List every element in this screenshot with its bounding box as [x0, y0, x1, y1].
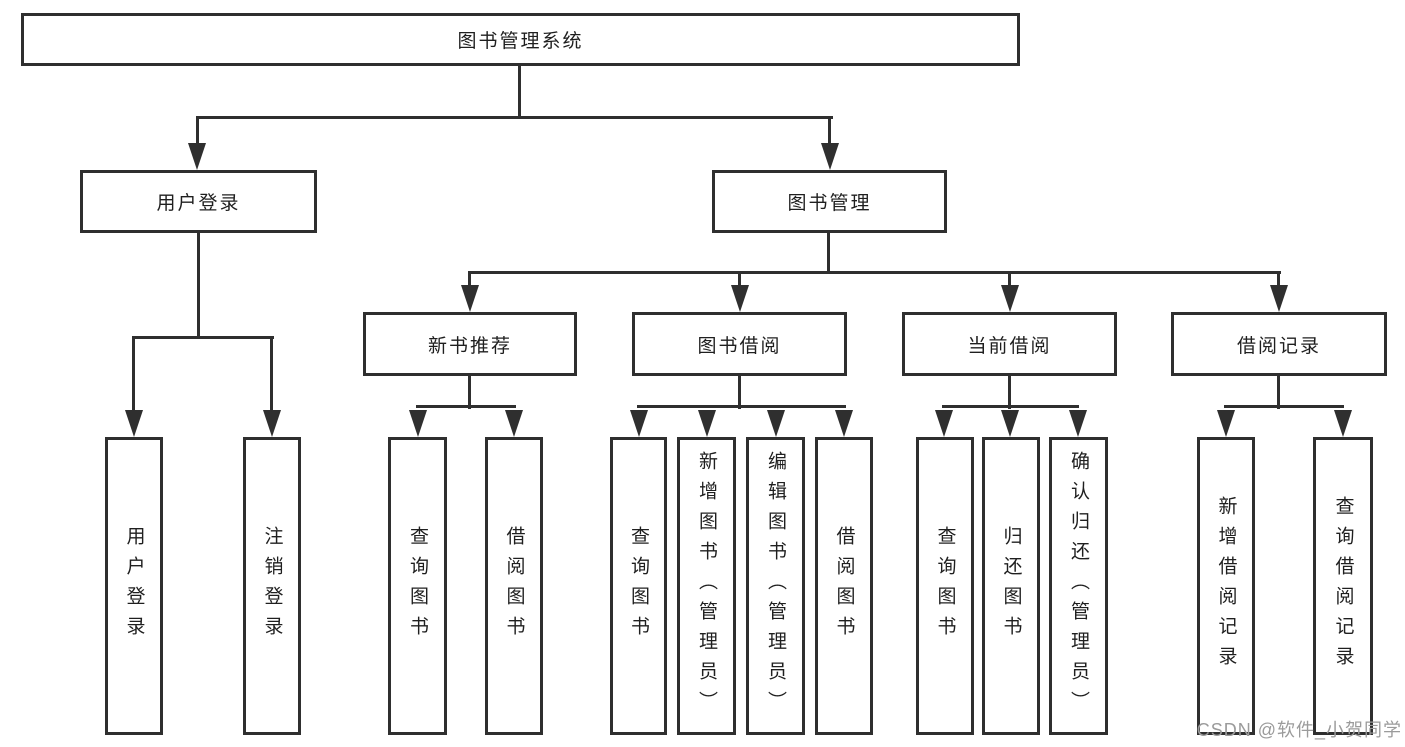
- arrow-down-icon: [698, 410, 716, 437]
- node-label: 图书借阅: [697, 335, 782, 357]
- arrow-down-icon: [505, 410, 523, 437]
- node-label: 当前借阅: [967, 335, 1052, 357]
- node-leaf-logout: 注销登录: [243, 437, 301, 735]
- arrow-down-icon: [835, 410, 853, 437]
- arrow-down-icon: [1217, 410, 1235, 437]
- connector-line: [1277, 376, 1280, 409]
- arrow-down-icon: [1270, 285, 1288, 312]
- csdn-watermark: CSDN @软件_小贺同学: [1196, 720, 1402, 740]
- node-library-management-system: 图书管理系统: [21, 13, 1020, 66]
- connector-line: [416, 405, 516, 408]
- arrow-down-icon: [1069, 410, 1087, 437]
- node-leaf-query-books-recommend: 查询图书: [388, 437, 447, 735]
- node-current-borrowing: 当前借阅: [902, 312, 1117, 376]
- node-label: 归还图书: [1000, 526, 1022, 646]
- node-label: 注销登录: [261, 526, 283, 646]
- node-label: 图书管理: [787, 193, 872, 214]
- connector-line: [1224, 405, 1344, 408]
- arrow-down-icon: [1001, 285, 1019, 312]
- node-leaf-borrow-books-recommend: 借阅图书: [485, 437, 543, 735]
- connector-line: [827, 233, 830, 274]
- connector-line: [468, 376, 471, 409]
- node-label: 编辑图书（管理员）: [765, 451, 786, 721]
- node-new-book-recommendation: 新书推荐: [363, 312, 577, 376]
- connector-line: [1008, 376, 1011, 409]
- node-label: 新增图书（管理员）: [696, 451, 717, 721]
- arrow-down-icon: [935, 410, 953, 437]
- arrow-down-icon: [409, 410, 427, 437]
- connector-line: [942, 405, 1079, 408]
- node-label: 图书管理系统: [457, 31, 584, 52]
- connector-line: [738, 376, 741, 409]
- node-user-login: 用户登录: [80, 170, 317, 233]
- connector-line: [1277, 274, 1280, 288]
- connector-line: [468, 274, 471, 288]
- arrow-down-icon: [821, 143, 839, 170]
- connector-line: [132, 338, 135, 412]
- node-label: 借阅记录: [1236, 335, 1321, 357]
- node-leaf-add-books-admin: 新增图书（管理员）: [677, 437, 736, 735]
- connector-line: [196, 118, 199, 146]
- node-label: 查询图书: [934, 526, 956, 646]
- arrow-down-icon: [188, 143, 206, 170]
- node-leaf-return-books: 归还图书: [982, 437, 1040, 735]
- arrow-down-icon: [461, 285, 479, 312]
- node-leaf-query-books-borrowing: 查询图书: [610, 437, 667, 735]
- node-label: 查询图书: [628, 526, 649, 646]
- node-book-management: 图书管理: [712, 170, 947, 233]
- node-label: 借阅图书: [503, 526, 525, 646]
- arrow-down-icon: [1334, 410, 1352, 437]
- connector-line: [270, 338, 273, 412]
- arrow-down-icon: [1001, 410, 1019, 437]
- node-label: 新书推荐: [427, 335, 512, 357]
- arrow-down-icon: [731, 285, 749, 312]
- node-leaf-query-books-current: 查询图书: [916, 437, 974, 735]
- connector-line: [132, 336, 274, 339]
- node-label: 新增借阅记录: [1215, 496, 1237, 676]
- connector-line: [738, 274, 741, 288]
- connector-line: [196, 116, 833, 119]
- connector-line: [637, 405, 846, 408]
- node-label: 用户登录: [156, 193, 241, 214]
- node-leaf-borrow-books-borrowing: 借阅图书: [815, 437, 873, 735]
- node-label: 查询图书: [407, 526, 428, 646]
- node-leaf-query-borrow-record: 查询借阅记录: [1313, 437, 1373, 735]
- connector-line: [828, 118, 831, 146]
- node-label: 用户登录: [123, 526, 145, 646]
- node-label: 确认归还（管理员）: [1068, 451, 1089, 721]
- connector-line: [1008, 274, 1011, 288]
- node-label: 借阅图书: [833, 526, 855, 646]
- connector-line: [518, 66, 521, 118]
- arrow-down-icon: [125, 410, 143, 437]
- connector-line: [468, 271, 1281, 274]
- arrow-down-icon: [263, 410, 281, 437]
- node-leaf-confirm-return-admin: 确认归还（管理员）: [1049, 437, 1108, 735]
- node-leaf-edit-books-admin: 编辑图书（管理员）: [746, 437, 805, 735]
- node-book-borrowing: 图书借阅: [632, 312, 847, 376]
- arrow-down-icon: [767, 410, 785, 437]
- node-leaf-user-login: 用户登录: [105, 437, 163, 735]
- node-leaf-add-borrow-record: 新增借阅记录: [1197, 437, 1255, 735]
- connector-line: [197, 233, 200, 339]
- node-label: 查询借阅记录: [1332, 496, 1354, 676]
- node-borrowing-records: 借阅记录: [1171, 312, 1387, 376]
- arrow-down-icon: [630, 410, 648, 437]
